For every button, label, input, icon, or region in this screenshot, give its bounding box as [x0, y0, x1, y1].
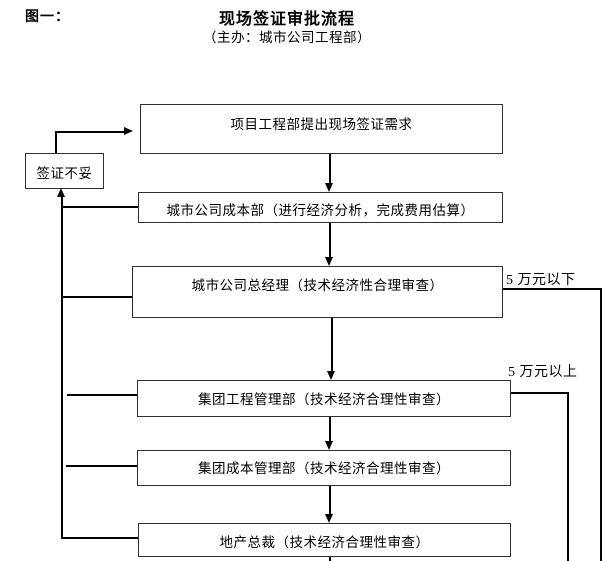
flow-node-city-gm: 城市公司总经理（技术经济性合理审查）	[132, 266, 503, 318]
arrow-request-to-citycost-stem	[329, 154, 331, 183]
branch-below50k-line-horizontal	[503, 288, 602, 290]
arrow-groupeng-to-groupcost-head-icon	[325, 441, 333, 450]
reject-to-request-line-vertical	[55, 131, 57, 153]
arrow-groupcost-to-president-stem	[329, 486, 331, 514]
flow-node-project-request: 项目工程部提出现场签证需求	[140, 104, 503, 154]
flow-node-city-cost-dept: 城市公司成本部（进行经济分析，完成费用估算）	[138, 192, 503, 223]
flow-node-president: 地产总裁（技术经济合理性审查）	[138, 523, 511, 557]
arrow-citygm-to-groupeng-head-icon	[327, 371, 335, 380]
arrow-request-to-citycost-head-icon	[325, 183, 333, 192]
connector-citycost-to-feedback	[62, 206, 138, 208]
arrow-groupeng-to-groupcost-stem	[329, 417, 331, 441]
arrow-citycost-to-citygm-head-icon	[325, 257, 333, 266]
feedback-vertical-line	[61, 196, 63, 539]
page-subtitle: （主办：城市公司工程部）	[203, 30, 371, 45]
branch-above50k-line-horizontal	[511, 392, 569, 394]
flow-node-group-cost-dept: 集团成本管理部（技术经济合理性审查）	[137, 450, 511, 486]
figure-label: 图一：	[25, 10, 70, 25]
arrow-groupcost-to-president-head-icon	[325, 514, 333, 523]
branch-above50k-line-vertical	[567, 392, 569, 561]
connector-president-to-feedback	[61, 537, 138, 539]
page-title: 现场签证审批流程	[218, 11, 356, 28]
reject-to-request-line-horizontal	[55, 131, 124, 133]
connector-citygm-to-feedback	[62, 296, 132, 298]
flow-node-visa-rejected: 签证不妥	[25, 153, 104, 189]
reject-to-request-arrowhead-icon	[124, 127, 133, 135]
arrow-president-down-stub	[329, 557, 331, 561]
connector-groupcost-to-feedback	[66, 465, 137, 467]
branch-above50k-label: 5 万元以上	[508, 365, 578, 380]
branch-below50k-line-vertical	[600, 288, 602, 561]
arrow-citygm-to-groupeng-stem	[331, 318, 333, 371]
branch-below50k-label: 5 万元以下	[506, 273, 576, 288]
connector-groupeng-to-feedback	[67, 394, 137, 396]
arrow-citycost-to-citygm-stem	[329, 223, 331, 257]
flow-node-group-eng-dept: 集团工程管理部（技术经济合理性审查）	[137, 380, 511, 417]
feedback-up-arrowhead-icon	[57, 188, 65, 197]
